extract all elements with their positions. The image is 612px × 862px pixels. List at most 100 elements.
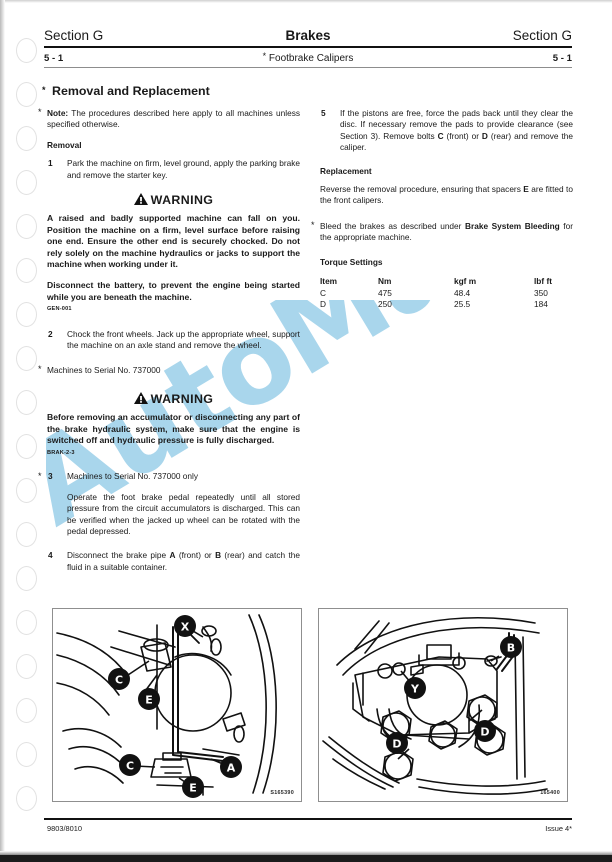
- step-3: * 3 Machines to Serial No. 737000 only O…: [38, 471, 300, 537]
- step-4-ref-b: B: [215, 550, 222, 561]
- step-1: 1 Park the machine on firm, level ground…: [47, 158, 300, 181]
- right-text-column: 5 If the pistons are free, force the pad…: [311, 108, 573, 311]
- torque-row-1-item: D: [320, 299, 326, 310]
- svg-text:X: X: [181, 621, 190, 634]
- warning-triangle-icon: [133, 193, 148, 206]
- footer-document-number: 9803/8010: [47, 824, 82, 833]
- warning-2-body: Before removing an accumulator or discon…: [47, 412, 300, 459]
- torque-row-0-item: C: [320, 287, 326, 298]
- warning-2-heading: WARNING: [47, 392, 300, 407]
- step-4: 4 Disconnect the brake pipe A (front) or…: [47, 550, 300, 573]
- binder-ring-hole: [16, 610, 37, 635]
- warning-1-title: WARNING: [150, 193, 214, 208]
- step-5-ref-d: D: [481, 130, 488, 141]
- replacement-heading: Replacement: [320, 165, 372, 176]
- binder-ring-hole: [16, 126, 37, 151]
- note-star-icon: *: [38, 107, 42, 117]
- callout-c-lower: C: [119, 754, 141, 776]
- torque-row-1-nm: 250: [378, 299, 392, 310]
- serial-note-text: Machines to Serial No. 737000: [47, 364, 161, 375]
- binder-ring-hole: [16, 654, 37, 679]
- warning-1-para-1: A raised and badly supported machine can…: [47, 213, 300, 270]
- binder-ring-hole: [16, 742, 37, 767]
- torque-header-lbfft: lbf ft: [534, 276, 552, 287]
- warning-2-code: BRAK-2-3: [47, 449, 75, 456]
- binder-ring-hole: [16, 82, 37, 107]
- torque-row-1-lbfft: 184: [534, 299, 548, 310]
- header-subtitle: * Footbrake Calipers: [262, 51, 354, 64]
- scan-edge-left: [0, 0, 5, 862]
- step-4-text-part2: (front) or: [175, 550, 216, 561]
- bleed-ref-brake-system-bleeding: Brake System Bleeding: [465, 220, 560, 231]
- scan-edge-bottom-gradient: [0, 851, 612, 855]
- header-rule-thick: [44, 46, 572, 48]
- svg-text:C: C: [115, 674, 123, 687]
- step-2-number: 2: [48, 328, 53, 339]
- callout-e-lower: E: [182, 776, 204, 798]
- replacement-paragraph: Reverse the removal procedure, ensuring …: [320, 184, 573, 207]
- header-title: Brakes: [285, 28, 331, 43]
- figure-right-reference: 165400: [540, 790, 560, 796]
- torque-row-0-lbfft: 350: [534, 287, 548, 298]
- warning-block-2: WARNING Before removing an accumulator o…: [47, 392, 300, 459]
- header-section-right: Section G: [512, 28, 572, 43]
- svg-text:C: C: [126, 760, 134, 773]
- figure-left-drawing: X C E C A: [56, 614, 277, 798]
- header-section-left: Section G: [44, 28, 104, 43]
- svg-text:A: A: [227, 762, 236, 775]
- scan-edge-top: [0, 0, 612, 3]
- callout-e-upper: E: [138, 688, 160, 710]
- warning-2-title: WARNING: [150, 392, 214, 406]
- header-page-left: 5 - 1: [44, 53, 64, 64]
- binder-ring-hole: [16, 566, 37, 591]
- binder-ring-hole: [16, 522, 37, 547]
- replacement-ref-e: E: [523, 184, 529, 195]
- binder-ring-hole: [16, 38, 37, 63]
- step-1-number: 1: [48, 158, 53, 169]
- binder-ring-hole: [16, 214, 37, 239]
- warning-2-para-1: Before removing an accumulator or discon…: [47, 412, 300, 446]
- torque-row-0-nm: 475: [378, 287, 392, 298]
- removal-heading: Removal: [47, 139, 82, 150]
- svg-text:B: B: [507, 642, 515, 655]
- warning-1-para-2: Disconnect the battery, to prevent the e…: [47, 280, 300, 302]
- step-3-star-icon: *: [38, 471, 42, 482]
- torque-header-kgfm: kgf m: [454, 276, 477, 287]
- svg-text:D: D: [392, 738, 401, 751]
- warning-1-heading: WARNING: [47, 193, 300, 208]
- table-header-row: Item Nm kgf m lbf ft: [320, 276, 552, 288]
- table-row: D 250 25.5 184: [320, 299, 552, 311]
- warning-1-code: GEN-001: [47, 306, 72, 313]
- footer-rule: [44, 818, 572, 820]
- step-5-text-part1: If the pistons are free, force the pads …: [340, 108, 573, 141]
- callout-d-right: D: [474, 720, 496, 742]
- callout-x: X: [174, 615, 196, 637]
- svg-text:Y: Y: [410, 683, 420, 696]
- replacement-text-part2: are fitted to the front calipers.: [320, 184, 573, 206]
- binder-ring-hole: [16, 390, 37, 415]
- figure-left-reference: S165390: [270, 790, 294, 796]
- figure-right-drawing: B Y D D: [322, 616, 548, 795]
- step-3-text: Machines to Serial No. 737000 only: [67, 471, 198, 482]
- step-5-text-part2: (front) or: [443, 130, 482, 141]
- step-5-ref-c: C: [437, 130, 444, 141]
- warning-block-1: WARNING A raised and badly supported mac…: [47, 193, 300, 316]
- binder-ring-hole: [16, 170, 37, 195]
- step-2: 2 Chock the front wheels. Jack up the ap…: [47, 329, 300, 352]
- binder-ring-hole: [16, 258, 37, 283]
- callout-y: Y: [404, 677, 426, 699]
- warning-triangle-icon: [133, 392, 148, 404]
- callout-b: B: [500, 636, 522, 658]
- binder-ring-hole: [16, 434, 37, 459]
- step-4-ref-a: A: [169, 550, 176, 561]
- note-paragraph: * Note: The procedures described here ap…: [38, 107, 300, 131]
- warning-1-body: A raised and badly supported machine can…: [47, 213, 300, 316]
- binder-ring-hole: [16, 786, 37, 811]
- scan-edge-bottom: [0, 855, 612, 862]
- bleed-text-part2: for the appropriate machine.: [320, 220, 573, 243]
- step-3-number: 3: [48, 471, 53, 482]
- serial-note-star-icon: *: [38, 363, 42, 374]
- binder-ring-hole: [16, 346, 37, 371]
- figure-right-callouts: B Y D D: [386, 636, 522, 754]
